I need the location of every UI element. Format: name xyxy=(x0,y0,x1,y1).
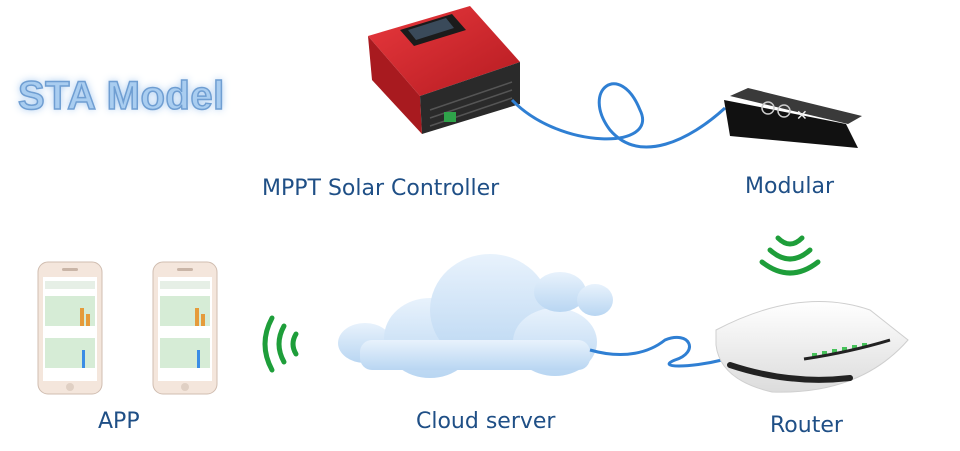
smartphone-icon xyxy=(38,262,102,394)
phone-signal-icon xyxy=(265,318,296,370)
controller-label: MPPT Solar Controller xyxy=(262,176,499,201)
solar-controller-icon xyxy=(368,6,520,134)
wifi-module-icon: ✕ xyxy=(724,88,862,148)
wireless-signal-icon xyxy=(762,238,818,273)
router-cable xyxy=(590,337,722,366)
network-cable-icon xyxy=(512,84,725,147)
router-label: Router xyxy=(770,413,843,438)
diagram-title: STA Model xyxy=(18,74,225,119)
cloud-label: Cloud server xyxy=(416,409,555,434)
svg-text:✕: ✕ xyxy=(796,108,808,124)
router-icon xyxy=(716,302,908,393)
module-label: Modular xyxy=(745,174,834,199)
cloud-icon xyxy=(338,254,613,378)
smartphone-icon xyxy=(153,262,217,394)
app-label: APP xyxy=(98,409,140,434)
